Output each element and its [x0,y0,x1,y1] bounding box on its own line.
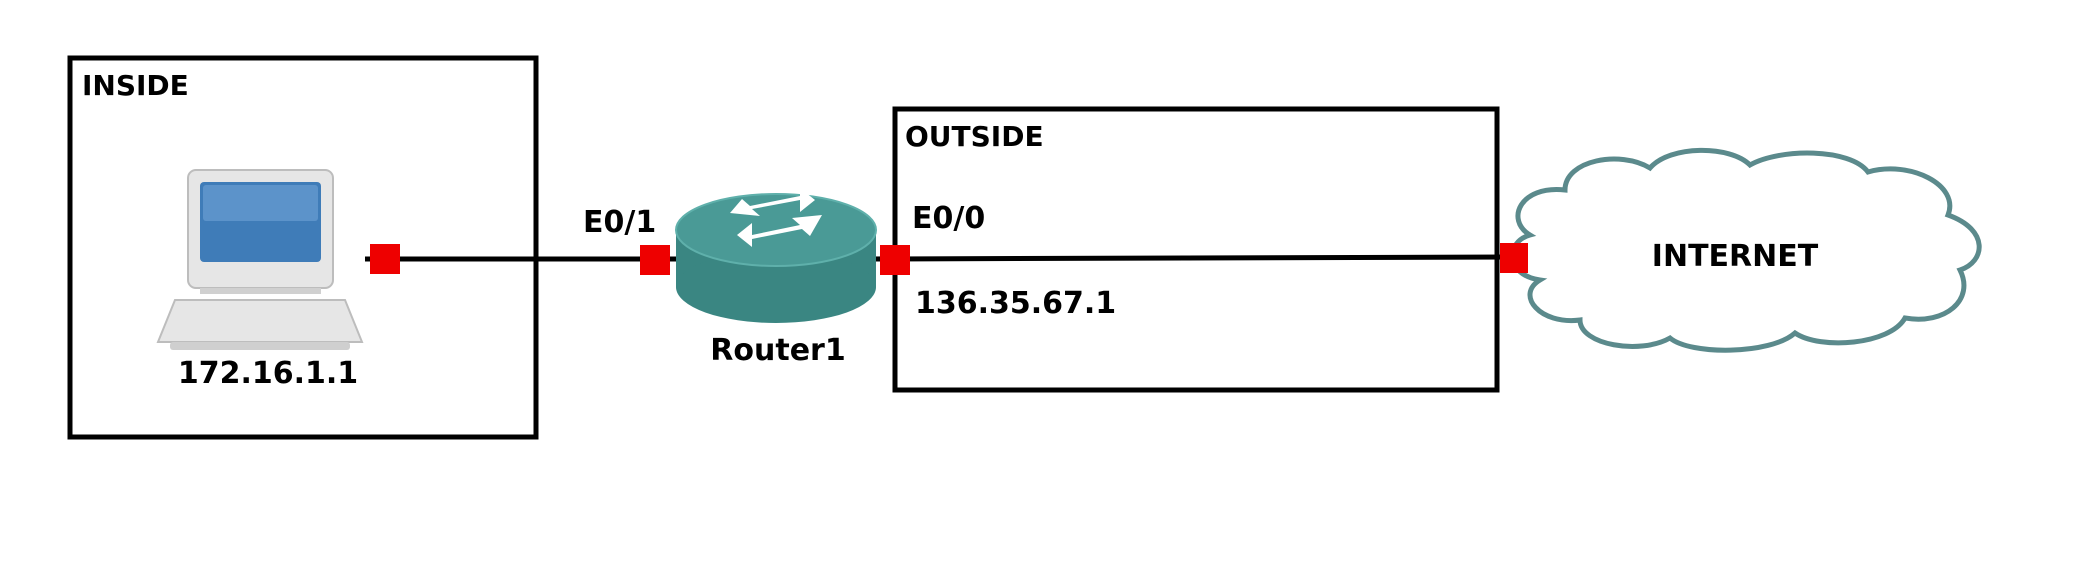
outside-zone-label: OUTSIDE [905,120,1044,153]
internet-label: INTERNET [1652,239,1819,274]
pc-ip-label: 172.16.1.1 [178,356,358,391]
pc-port[interactable] [370,244,400,274]
router-name-label: Router1 [710,333,845,368]
laptop-computer-icon[interactable] [156,169,364,350]
router-icon[interactable] [675,188,877,323]
cloud-icon[interactable] [1510,147,1982,353]
outside-port-label: E0/0 [912,201,985,236]
router-port-e0-0[interactable] [880,245,910,275]
inside-zone [67,55,539,440]
internet-port[interactable] [1500,243,1528,273]
router-port-e0-1[interactable] [640,245,670,275]
inside-port-label: E0/1 [583,205,656,240]
inside-zone-label: INSIDE [82,69,189,102]
link-router-internet [869,254,1511,262]
outside-ip-label: 136.35.67.1 [915,286,1116,321]
